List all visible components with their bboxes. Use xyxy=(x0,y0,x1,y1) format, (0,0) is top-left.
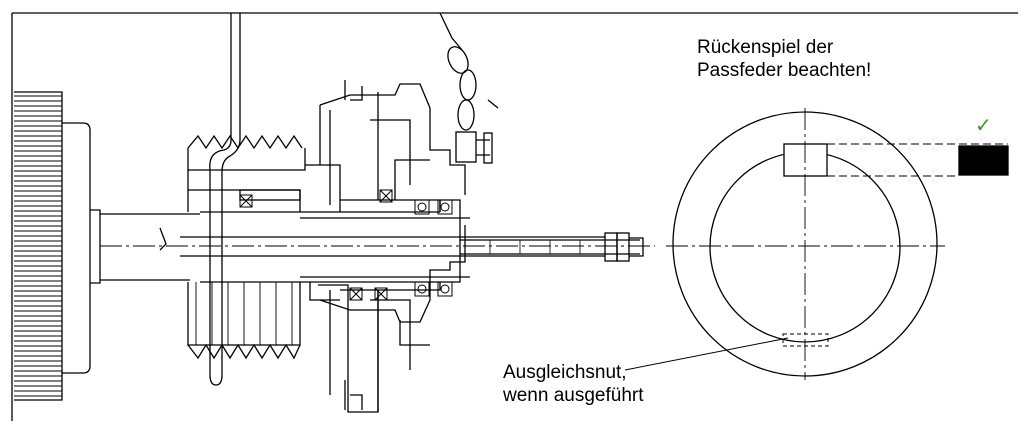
key-slot xyxy=(783,143,828,177)
bearings xyxy=(239,189,453,301)
ribbed-drum xyxy=(14,91,91,401)
drive-shaft xyxy=(90,209,605,284)
brake-housing xyxy=(305,80,466,413)
key-note-line-2: Passfeder beachten! xyxy=(697,60,872,81)
check-icon: ✓ xyxy=(975,113,992,137)
key-profile xyxy=(958,145,1009,176)
section-axes xyxy=(666,108,945,380)
groove-leader-line xyxy=(624,337,789,371)
lifting-chain xyxy=(439,12,499,164)
groove-note-line-2: wenn ausgeführt xyxy=(503,385,644,406)
drum-ribs xyxy=(14,95,62,397)
key-projection-lines xyxy=(827,143,1008,177)
groove-note-line-1: Ausgleichsnut, xyxy=(503,362,627,383)
compensation-groove xyxy=(782,333,829,347)
lifting-sling xyxy=(209,13,241,386)
tension-bolt xyxy=(460,232,644,262)
cross-section-view xyxy=(624,108,1009,380)
groove-note: Ausgleichsnut, wenn ausgeführt xyxy=(503,361,644,407)
v-belt-pulley-bottom xyxy=(187,282,301,360)
key-clearance-note: Rückenspiel der Passfeder beachten! xyxy=(697,36,871,82)
key-note-line-1: Rückenspiel der xyxy=(697,37,834,58)
